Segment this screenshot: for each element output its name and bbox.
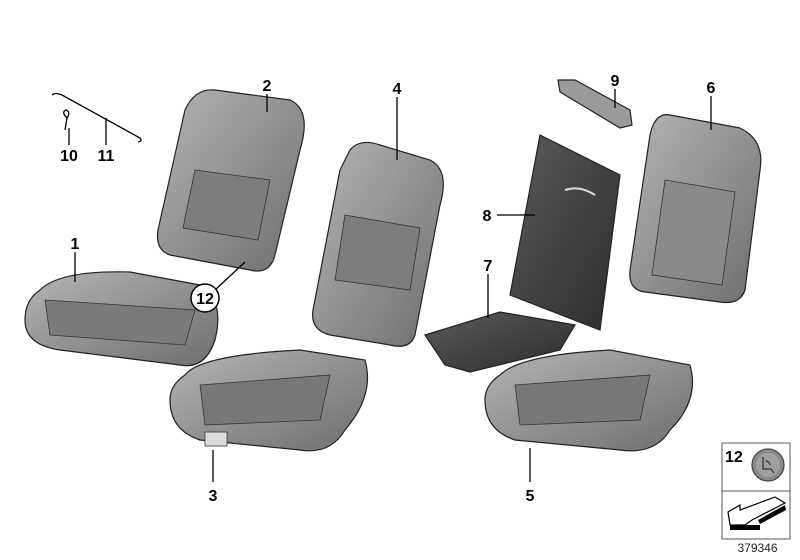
callout-6: 6 xyxy=(707,80,716,97)
child-seat-isofix-cap-icon xyxy=(751,448,785,482)
callout-10: 10 xyxy=(60,148,78,165)
front-direction-arrow-icon xyxy=(727,496,787,530)
callout-7: 7 xyxy=(484,258,493,275)
legend-part-number: 12 xyxy=(725,449,743,466)
callout-12: 12 xyxy=(196,291,214,308)
callout-9: 9 xyxy=(611,73,620,90)
callout-12-circle xyxy=(190,283,220,313)
leader-lines xyxy=(68,89,712,482)
callout-11: 11 xyxy=(98,148,115,165)
callout-3: 3 xyxy=(209,488,218,505)
callout-1: 1 xyxy=(71,236,80,253)
callout-labels: 1 2 3 4 5 6 7 8 9 10 11 12 xyxy=(60,73,715,505)
callout-2: 2 xyxy=(263,78,272,95)
callout-4: 4 xyxy=(393,81,402,98)
callout-5: 5 xyxy=(526,488,535,505)
callout-8: 8 xyxy=(483,208,492,225)
diagram-reference-number: 379346 xyxy=(737,541,778,555)
legend-box: 12 xyxy=(721,442,791,540)
part-bracket xyxy=(557,79,633,129)
part-seat-mat xyxy=(424,311,576,373)
part-backrest-panel xyxy=(509,134,621,331)
part-wire-clip xyxy=(51,92,142,143)
